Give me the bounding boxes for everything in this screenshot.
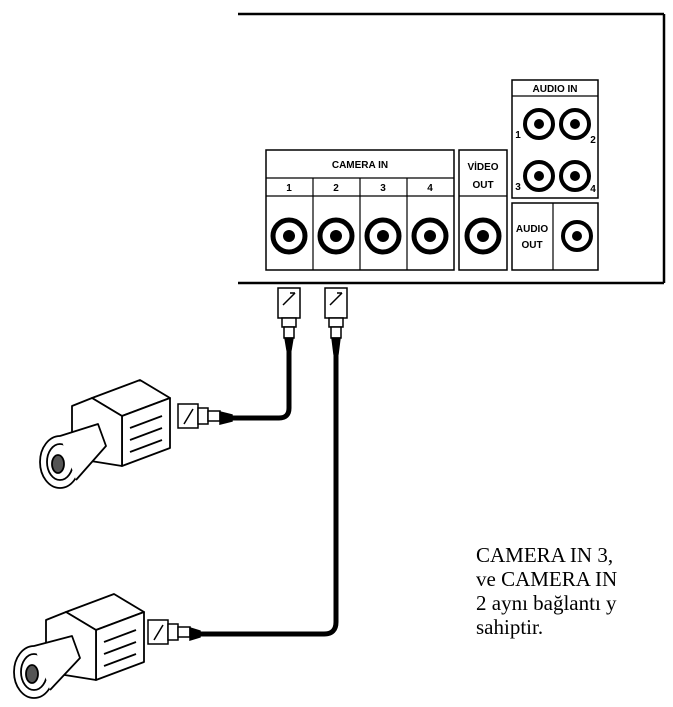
bnc-jack-2[interactable] bbox=[317, 217, 355, 255]
bnc-connector-icon bbox=[147, 619, 201, 645]
dvr-back-panel bbox=[238, 12, 666, 285]
rca-jack-audio-in-3[interactable] bbox=[523, 160, 555, 192]
audio-in-block: AUDIO IN 1 2 3 4 bbox=[511, 79, 599, 199]
rca-jack-audio-out[interactable] bbox=[561, 220, 593, 252]
audio-in-label-2: 2 bbox=[590, 135, 596, 146]
coax-cable-2 bbox=[193, 351, 339, 637]
bnc-jack-3[interactable] bbox=[364, 217, 402, 255]
camera-in-channel-1: 1 bbox=[286, 183, 292, 194]
note-line-4: sahiptir. bbox=[476, 615, 544, 639]
video-out-jack[interactable] bbox=[464, 217, 502, 255]
note-line-3: 2 aynı bağlantı y bbox=[476, 591, 617, 615]
video-out-block: VİDEO OUT bbox=[458, 149, 508, 271]
audio-in-label-4: 4 bbox=[590, 184, 596, 195]
rca-jack-audio-in-4[interactable] bbox=[559, 160, 591, 192]
bnc-connector-icon bbox=[324, 287, 348, 355]
audio-out-line1: AUDIO bbox=[516, 224, 548, 235]
audio-in-label-3: 3 bbox=[515, 182, 521, 193]
coax-cable-1 bbox=[227, 347, 292, 421]
note-line-2: ve CAMERA IN bbox=[476, 567, 618, 591]
connection-note: CAMERA IN 3, ve CAMERA IN 2 aynı bağlant… bbox=[476, 543, 673, 639]
bnc-connector-icon bbox=[177, 403, 233, 429]
camera-in-channel-2: 2 bbox=[333, 183, 339, 194]
audio-in-title: AUDIO IN bbox=[533, 84, 578, 95]
cctv-camera-icon bbox=[13, 593, 145, 699]
camera-in-channel-4: 4 bbox=[427, 183, 433, 194]
note-line-1: CAMERA IN 3, bbox=[476, 543, 614, 567]
rca-jack-audio-in-2[interactable] bbox=[559, 108, 591, 140]
bnc-jack-1[interactable] bbox=[270, 217, 308, 255]
camera-in-title: CAMERA IN bbox=[332, 160, 388, 171]
audio-out-block: AUDIO OUT bbox=[511, 202, 599, 271]
cctv-camera-icon bbox=[39, 379, 171, 489]
rca-jack-audio-in-1[interactable] bbox=[523, 108, 555, 140]
bnc-jack-4[interactable] bbox=[411, 217, 449, 255]
camera-in-block: CAMERA IN 1 2 3 4 bbox=[265, 149, 455, 271]
camera-in-channel-3: 3 bbox=[380, 183, 386, 194]
audio-out-line2: OUT bbox=[521, 240, 542, 251]
bnc-connector-icon bbox=[277, 287, 301, 351]
video-out-line1: VİDEO bbox=[467, 160, 498, 173]
audio-in-label-1: 1 bbox=[515, 130, 521, 141]
video-out-line2: OUT bbox=[472, 180, 493, 191]
